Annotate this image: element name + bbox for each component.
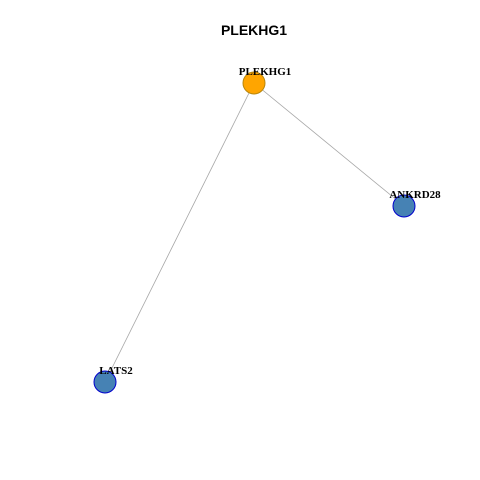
node-ankrd28 xyxy=(392,194,416,218)
node-label-ankrd28: ANKRD28 xyxy=(389,189,441,201)
node-plekhg1 xyxy=(242,71,266,95)
node-label-lats2: LATS2 xyxy=(99,365,133,377)
diagram-title: PLEKHG1 xyxy=(221,22,287,38)
node-label-plekhg1: PLEKHG1 xyxy=(239,66,292,78)
edge-plekhg1-ankrd28 xyxy=(253,82,405,207)
edges-layer xyxy=(104,82,405,383)
edge-plekhg1-lats2 xyxy=(104,82,255,383)
node-lats2 xyxy=(93,370,117,394)
